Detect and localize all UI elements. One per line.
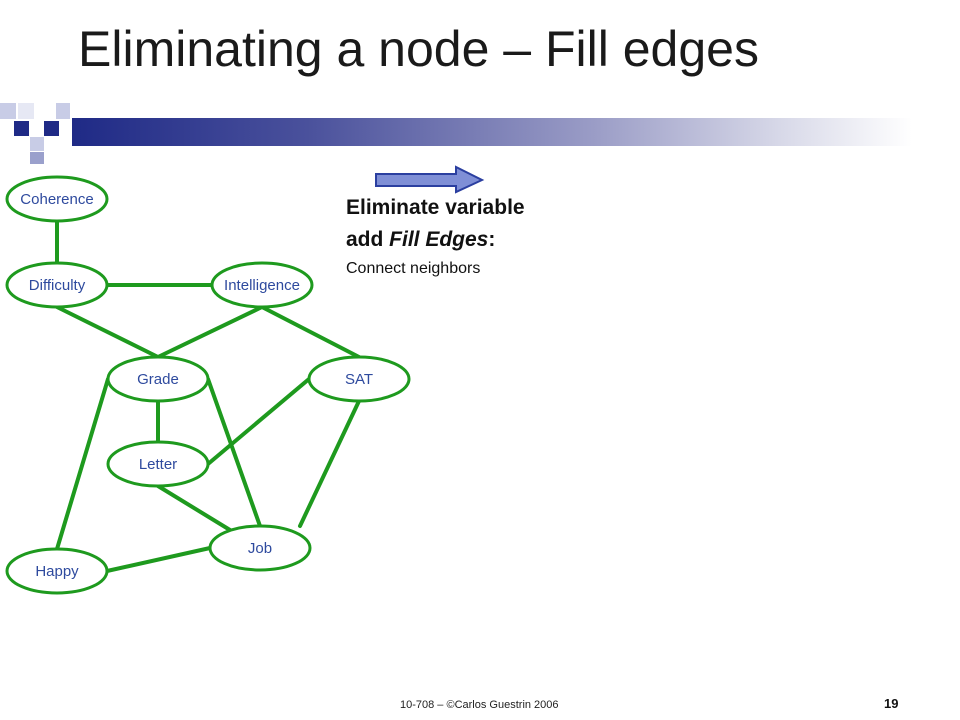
heading-suffix: :: [488, 228, 496, 251]
node-ellipse-letter: [106, 440, 210, 488]
heading-prefix: add: [346, 228, 390, 251]
node-ellipse-intelligence: [210, 261, 314, 309]
right-arrow-icon: [375, 165, 485, 194]
page-number: 19: [884, 696, 899, 711]
edge-grade-job: [206, 377, 262, 528]
decor-square: [30, 137, 44, 151]
footer-copyright: 10-708 – ©Carlos Guestrin 2006: [400, 699, 559, 711]
decor-square: [0, 103, 16, 119]
decor-square: [30, 152, 44, 164]
edge-job-happy: [105, 546, 212, 573]
node-letter: Letter: [106, 440, 210, 488]
edge-letter-job: [156, 484, 232, 532]
node-label-difficulty: Difficulty: [29, 277, 86, 294]
node-intelligence: Intelligence: [210, 261, 314, 309]
edge-grade-happy: [55, 377, 110, 551]
node-ellipse-sat: [307, 355, 411, 403]
node-ellipse-grade: [106, 355, 210, 403]
node-difficulty: Difficulty: [5, 261, 109, 309]
node-label-sat: SAT: [345, 371, 373, 388]
decor-square: [56, 103, 70, 119]
node-ellipse-coherence: [5, 175, 109, 223]
node-ellipse-job: [208, 524, 312, 572]
node-ellipse-difficulty: [5, 261, 109, 309]
edge-sat-letter: [206, 377, 311, 466]
node-ellipse-happy: [5, 547, 109, 595]
node-label-happy: Happy: [35, 563, 79, 580]
explanation-text: Eliminate variable add Fill Edges: Conne…: [346, 192, 525, 278]
node-sat: SAT: [307, 355, 411, 403]
node-happy: Happy: [5, 547, 109, 595]
node-grade: Grade: [106, 355, 210, 403]
node-job: Job: [208, 524, 312, 572]
heading-line-2: add Fill Edges:: [346, 224, 525, 256]
edge-difficulty-grade: [55, 305, 160, 359]
decor-square: [18, 103, 34, 119]
slide-title: Eliminating a node – Fill edges: [78, 21, 759, 77]
node-label-grade: Grade: [137, 371, 179, 388]
node-label-coherence: Coherence: [20, 191, 93, 208]
node-label-job: Job: [248, 540, 272, 557]
decor-square: [14, 121, 29, 136]
subtext-connect-neighbors: Connect neighbors: [346, 260, 481, 277]
decor-square: [44, 121, 59, 136]
title-underline-bar: [72, 118, 912, 146]
node-label-intelligence: Intelligence: [224, 277, 300, 294]
node-label-letter: Letter: [139, 456, 177, 473]
heading-fill-edges: Fill Edges: [389, 228, 489, 251]
node-coherence: Coherence: [5, 175, 109, 223]
heading-line-1: Eliminate variable: [346, 196, 525, 219]
edge-intelligence-grade: [156, 305, 264, 359]
edge-sat-job: [298, 399, 361, 528]
edge-intelligence-sat: [260, 305, 361, 359]
